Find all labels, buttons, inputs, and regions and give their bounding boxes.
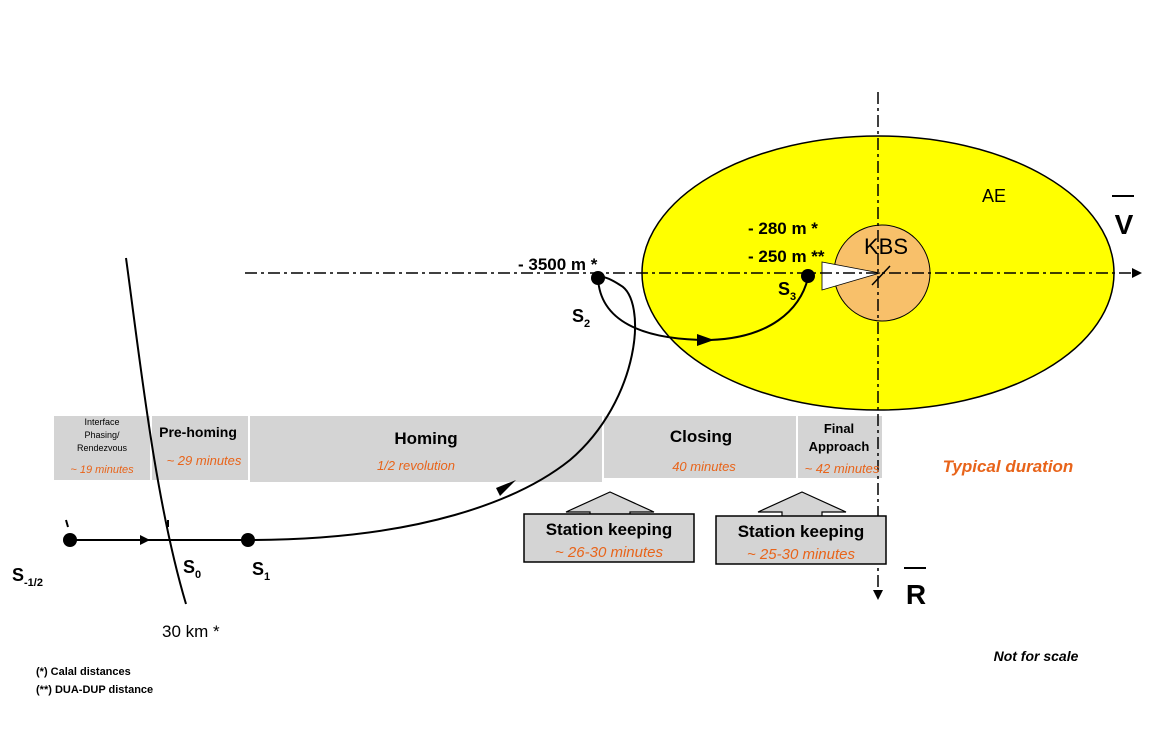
phase-name-final-2: Approach [809, 439, 870, 454]
station-keeping-duration-1: ~ 26-30 minutes [555, 544, 663, 561]
phase-name-final-1: Final [824, 421, 854, 436]
point-label-s1: S1 [252, 559, 270, 583]
distance-250-label: - 250 m ** [748, 247, 825, 266]
phase-bar-closing [604, 416, 796, 478]
phase-bar-final [798, 416, 882, 478]
v-axis-label: V [1115, 209, 1134, 240]
point-label-s2: S2 [572, 306, 590, 330]
tick-s-half [65, 519, 69, 528]
phase-duration-interface: ~ 19 minutes [70, 464, 134, 476]
point-s3 [801, 269, 815, 283]
phase-name-interface-3: Rendezvous [77, 443, 128, 453]
interface-boundary-curve [125, 257, 187, 605]
station-keeping-box-1 [523, 513, 695, 563]
phase-name-interface-1: Interface [84, 417, 119, 427]
phase-duration-homing: 1/2 revolution [377, 458, 455, 473]
point-s-half [63, 533, 77, 547]
footnote-1: (*) Calal distances [36, 666, 131, 678]
station-keeping-box-2 [715, 515, 887, 565]
phase-bar-prehoming [152, 416, 248, 480]
approach-corridor [821, 261, 881, 291]
phase-duration-final: ~ 42 minutes [805, 461, 880, 476]
station-keeping-arrow-2 [757, 491, 847, 519]
point-label-s3: S3 [778, 279, 796, 303]
station-keeping-label-2: Station keeping [738, 522, 865, 541]
ae-label: AE [982, 186, 1006, 206]
station-keeping-label-1: Station keeping [546, 520, 673, 539]
distance-3500-label: - 3500 m * [518, 255, 598, 274]
point-s2 [591, 271, 605, 285]
station-keeping-duration-2: ~ 25-30 minutes [747, 546, 855, 563]
homing-arrow [496, 480, 516, 496]
phase-duration-prehoming: ~ 29 minutes [167, 453, 242, 468]
phase-name-prehoming: Pre-homing [159, 424, 237, 440]
not-for-scale-label: Not for scale [994, 648, 1079, 664]
point-label-s-half: S-1/2 [12, 565, 43, 589]
kbs-label: KBS [864, 234, 908, 259]
distance-280-label: - 280 m * [748, 219, 818, 238]
distance-30km-label: 30 km * [162, 622, 220, 641]
phase-name-homing: Homing [394, 429, 457, 448]
typical-duration-label: Typical duration [943, 457, 1074, 476]
point-label-s0: S0 [183, 557, 201, 581]
r-axis-label: R [906, 579, 926, 610]
closing-arrow [697, 334, 714, 346]
point-s1 [241, 533, 255, 547]
phase-duration-closing: 40 minutes [672, 459, 736, 474]
phase-name-interface-2: Phasing/ [84, 430, 120, 440]
phase-bar-interface [54, 416, 150, 480]
phase-bar-homing [250, 416, 602, 482]
footnote-2: (**) DUA-DUP distance [36, 684, 153, 696]
phase-name-closing: Closing [670, 427, 732, 446]
trajectory-homing-arc [247, 275, 637, 541]
corridor-tick [871, 265, 891, 286]
